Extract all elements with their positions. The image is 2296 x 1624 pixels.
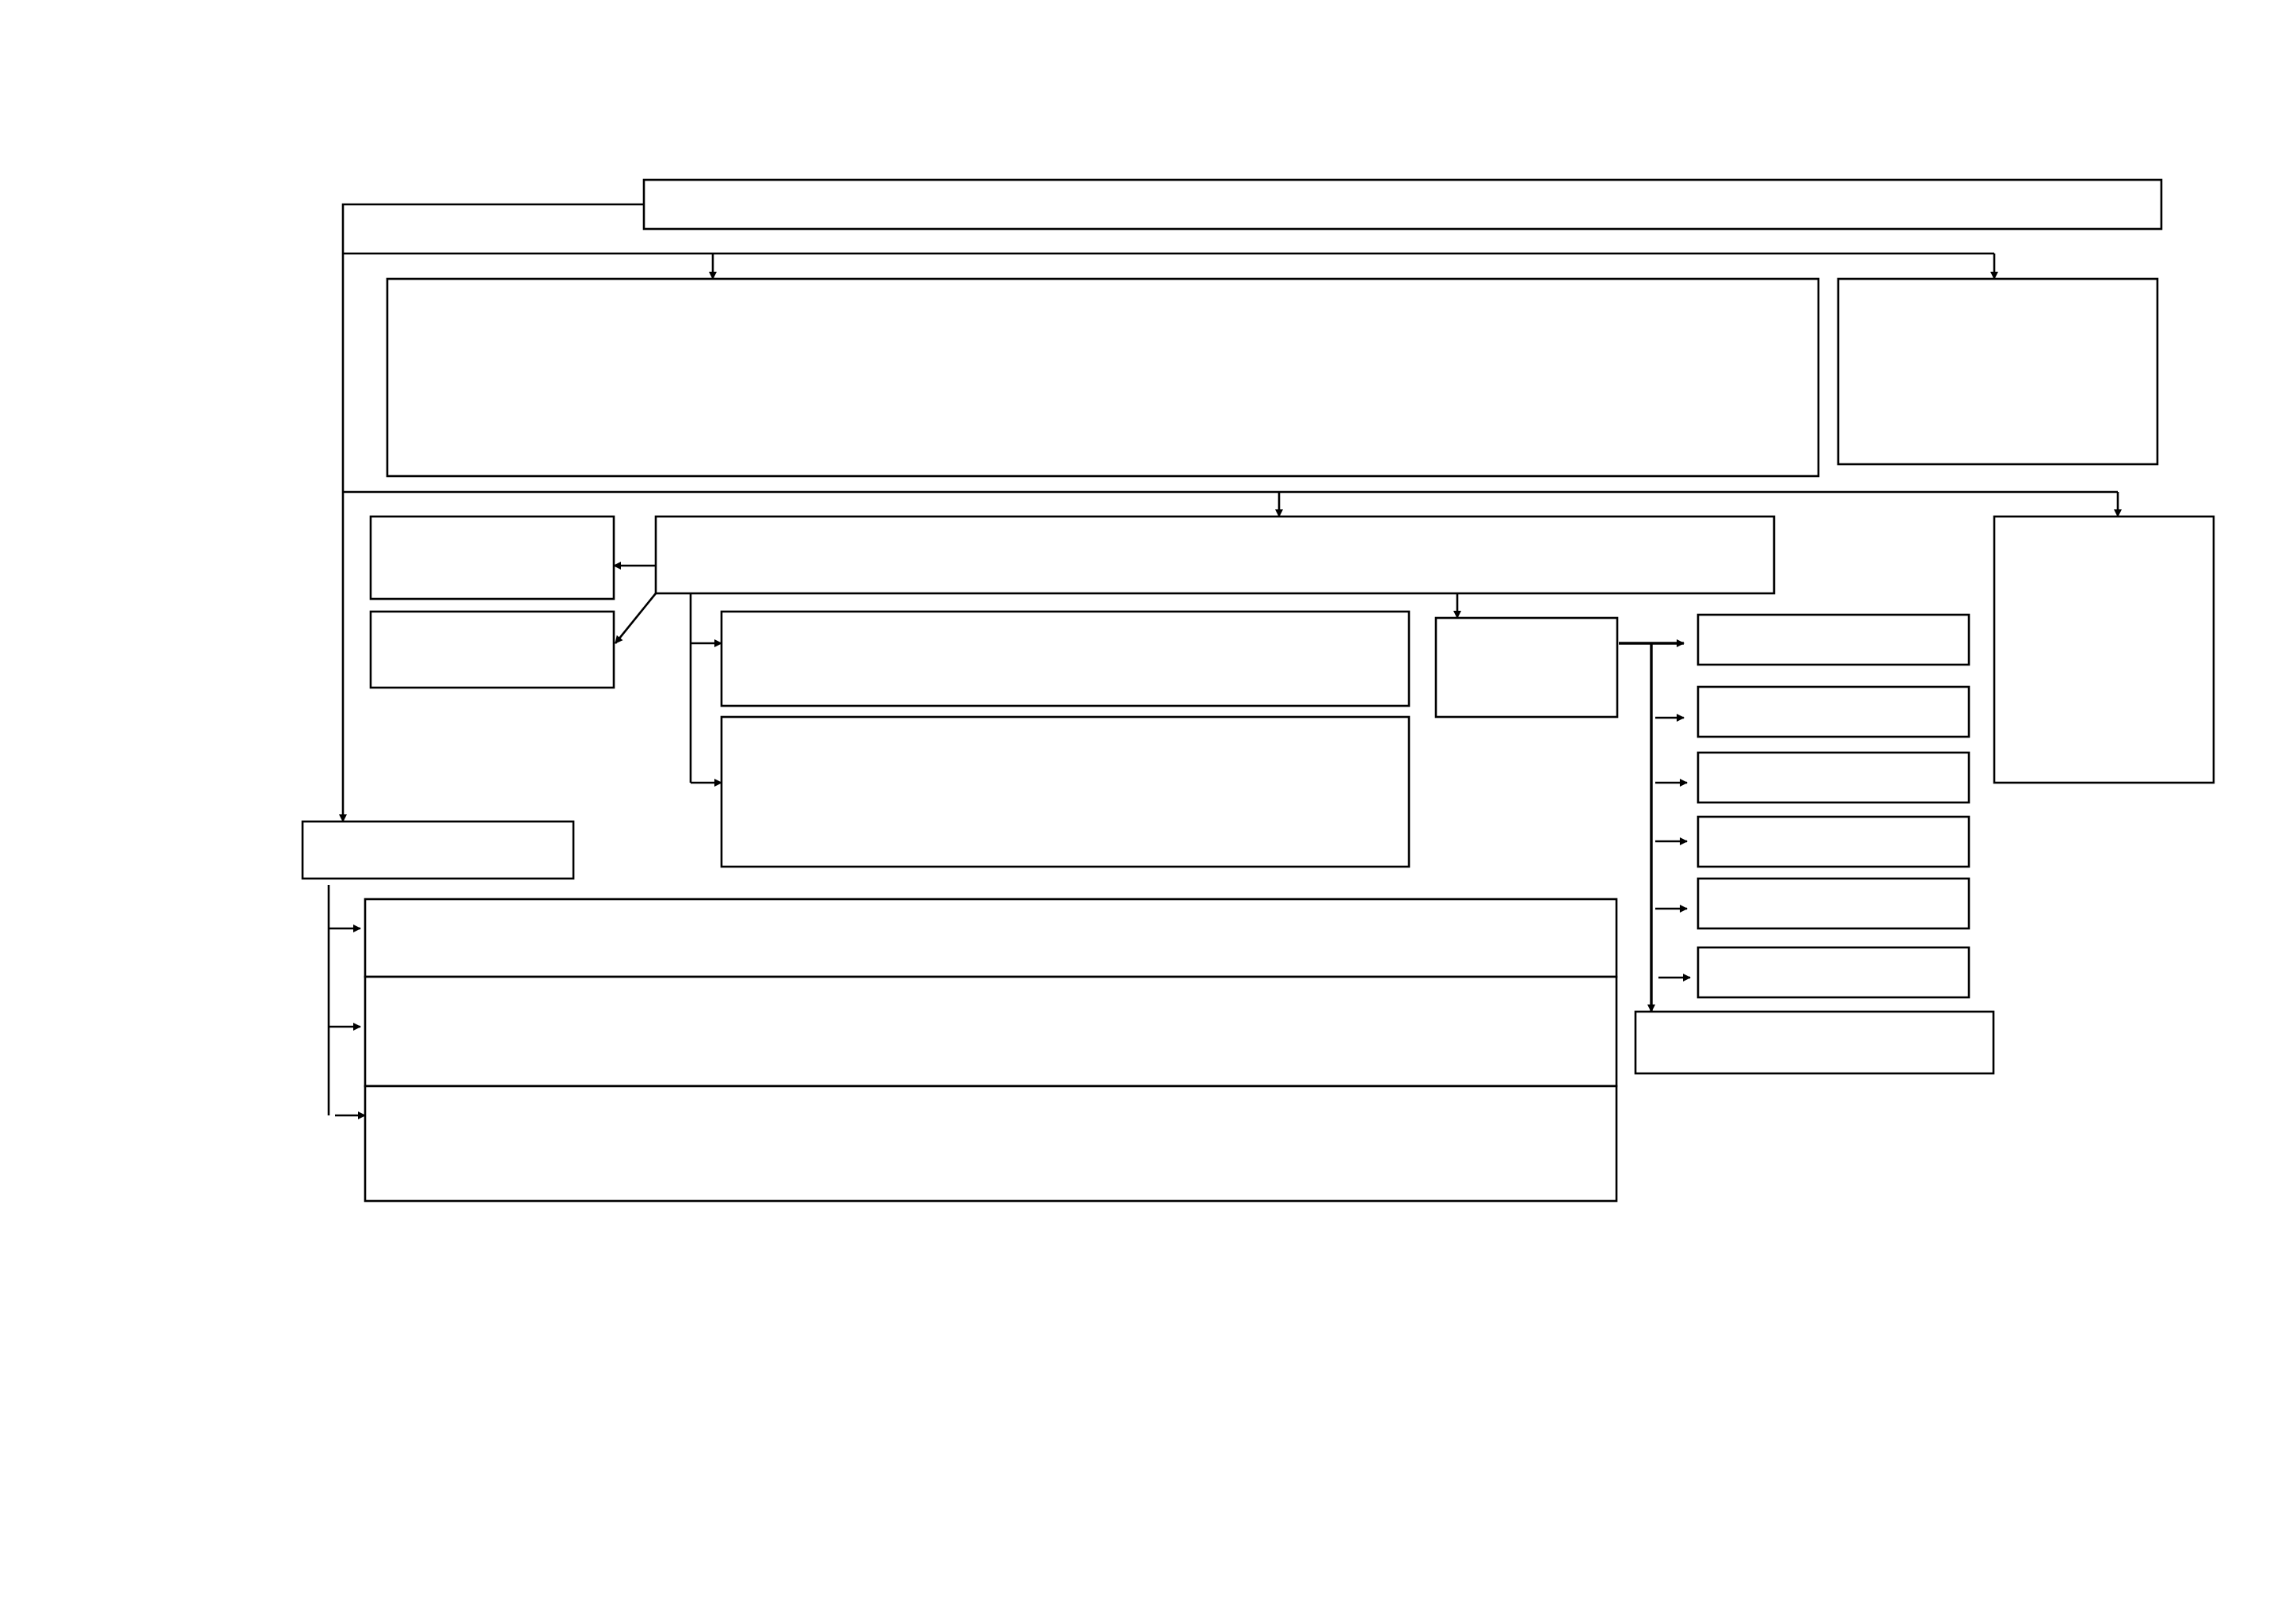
bottom-row-node-2	[364, 975, 1618, 1088]
center-box-node-1	[720, 610, 1411, 707]
bottom-row-node-1	[364, 898, 1618, 978]
arrow-to-left-small-2	[614, 593, 657, 644]
list-item-node-6	[1696, 946, 1970, 999]
list-item-node-1	[1696, 613, 1970, 666]
left-label-box-node	[301, 820, 575, 880]
top-banner-node	[642, 178, 2163, 231]
list-item-node-5	[1696, 877, 1970, 930]
connector-banner-left	[341, 203, 644, 254]
list-item-node-2	[1696, 685, 1970, 738]
list-item-node-4	[1696, 815, 1970, 868]
bottom-row-node-3	[364, 1085, 1618, 1203]
list-item-node-3	[1696, 751, 1970, 804]
connectors	[327, 203, 2122, 1119]
left-small-node-2	[369, 610, 615, 689]
main-right-node	[1837, 277, 2159, 466]
small-hub-node	[1434, 616, 1619, 719]
main-wide-node	[386, 277, 1820, 478]
mid-center-node	[654, 515, 1776, 595]
mid-right-tall-node	[1993, 515, 2215, 784]
center-box-node-2	[720, 715, 1411, 868]
left-small-node-1	[369, 515, 615, 600]
bottom-right-box-node	[1634, 1010, 1995, 1075]
